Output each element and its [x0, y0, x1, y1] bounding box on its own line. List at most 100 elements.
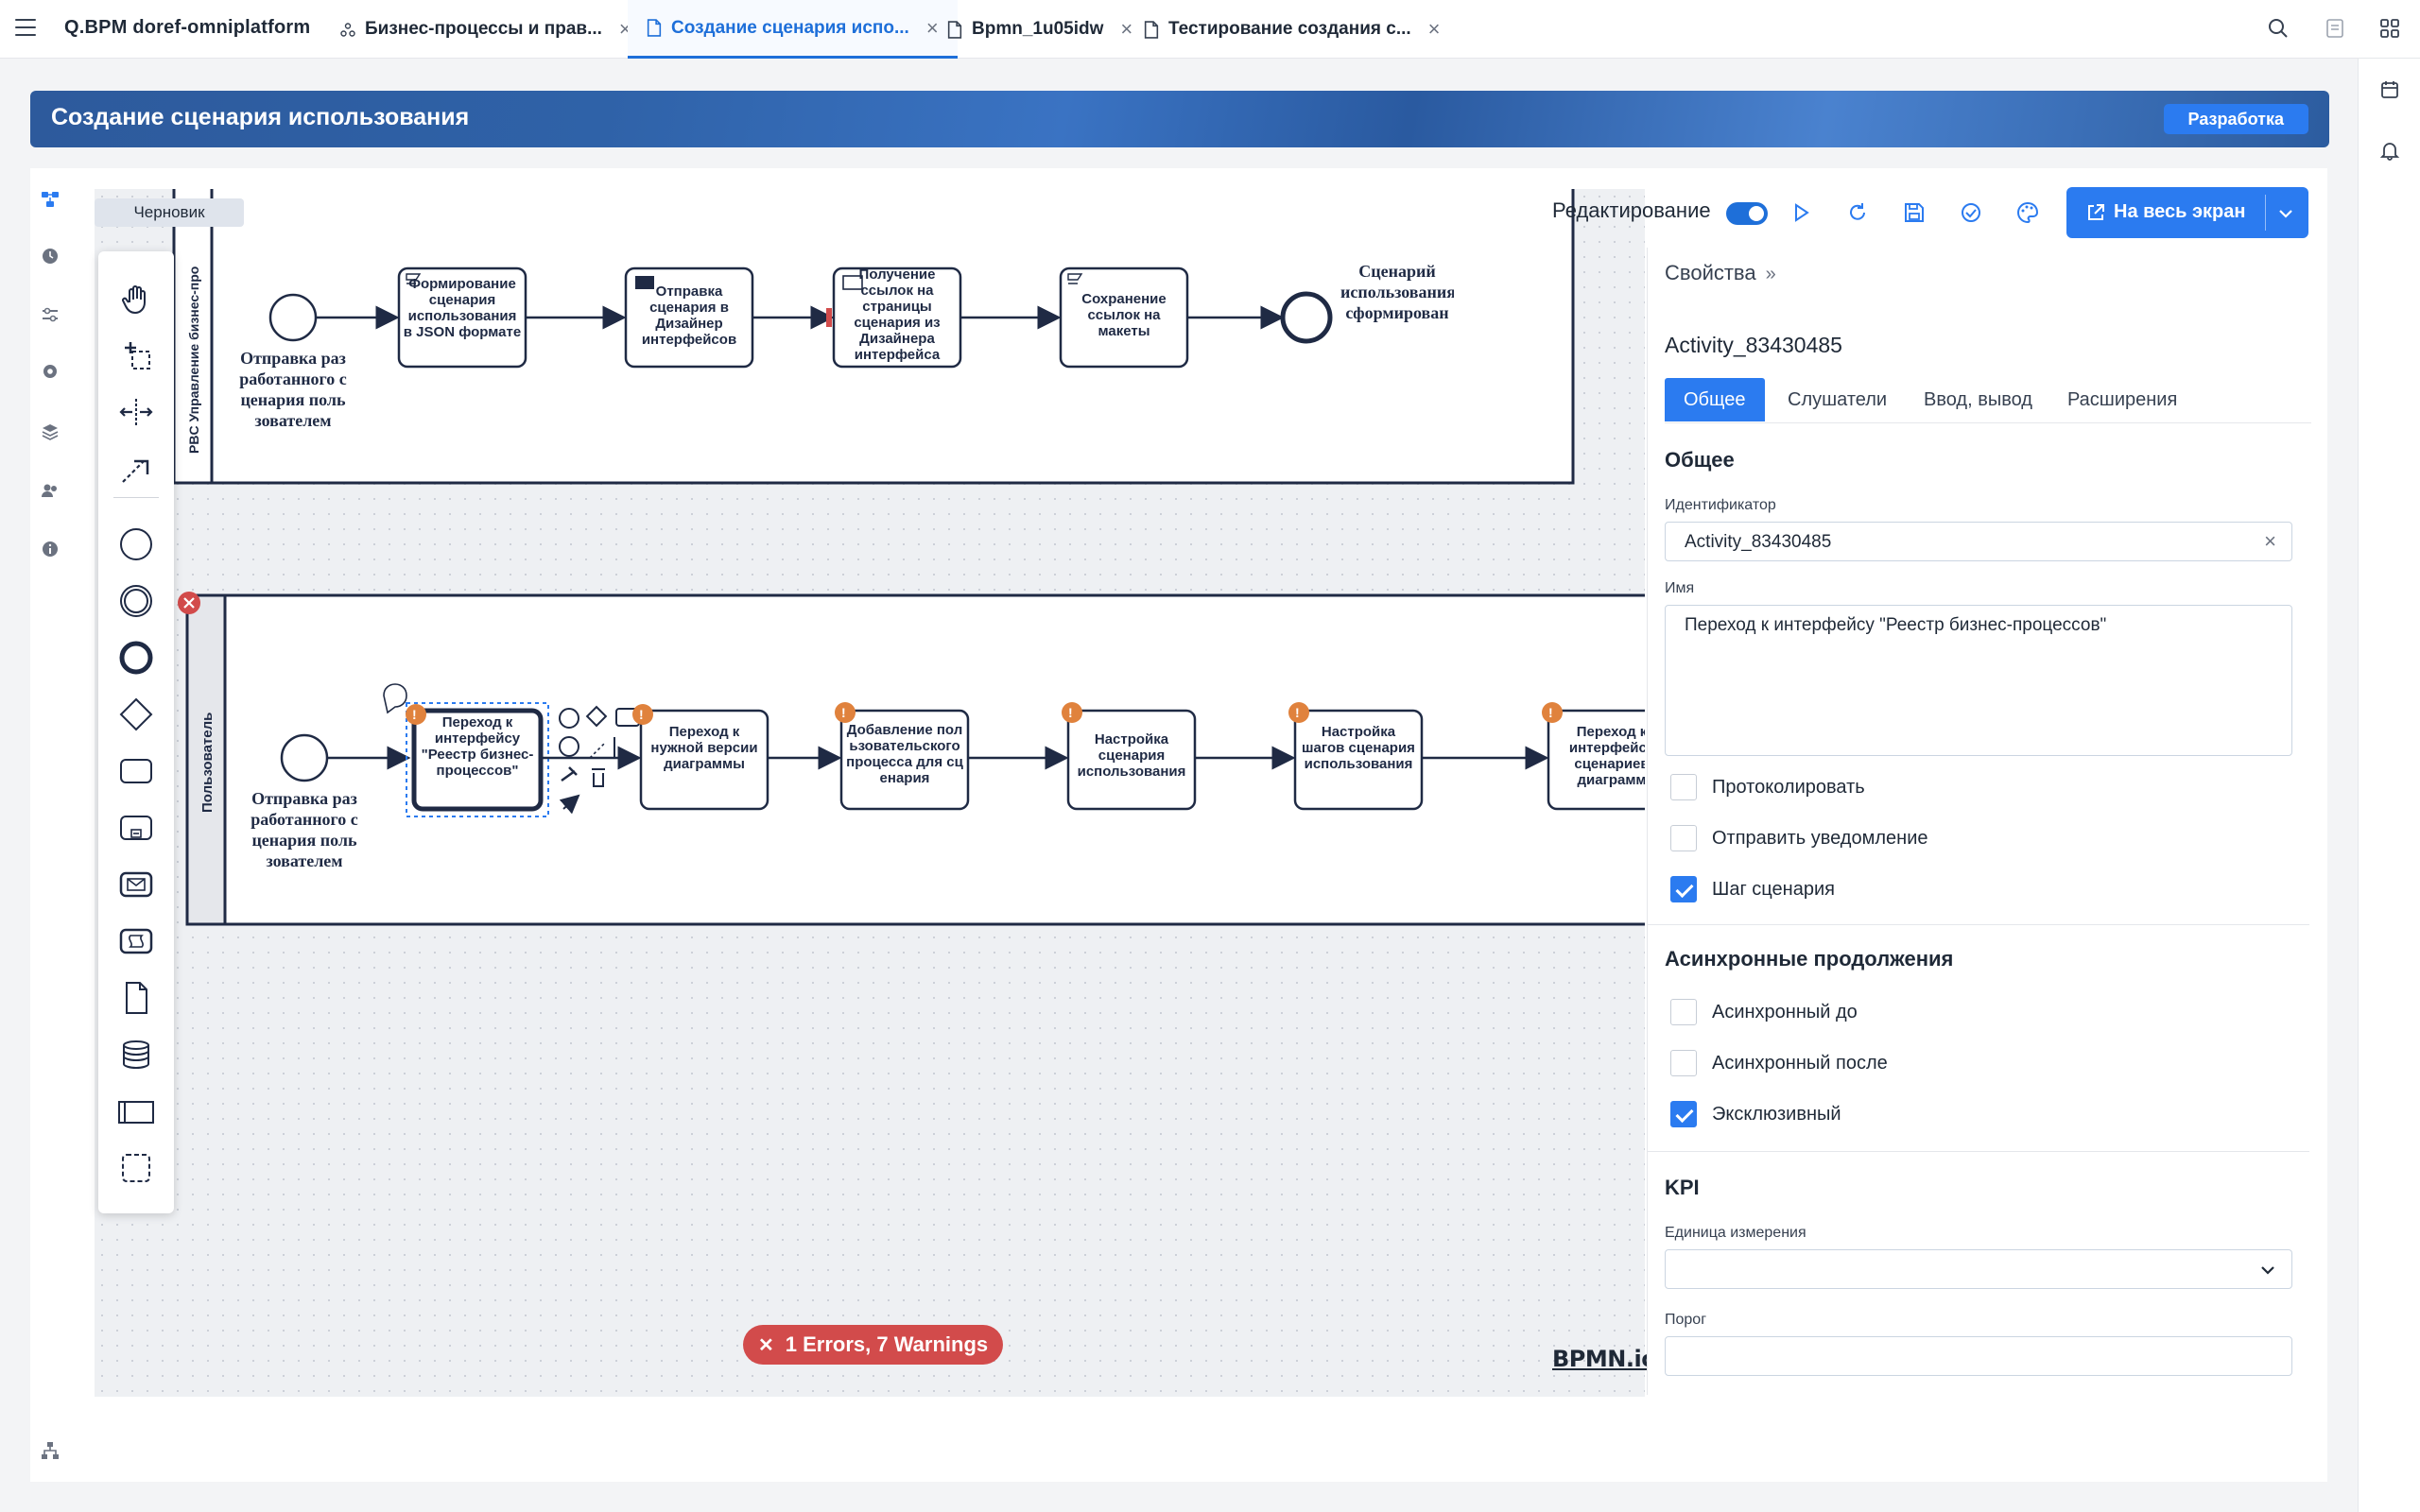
pool1-end-label: Сценарий использования сформирован	[1340, 262, 1454, 322]
apps-grid-icon[interactable]	[2378, 17, 2401, 40]
hand-tool-icon[interactable]	[117, 280, 155, 318]
intermediate-event-icon[interactable]	[117, 582, 155, 620]
unit-select[interactable]	[1665, 1249, 2292, 1289]
edit-mode-toggle[interactable]	[1726, 202, 1768, 225]
checkbox[interactable]	[1670, 1050, 1697, 1076]
data-store-icon[interactable]	[117, 1036, 155, 1074]
save-icon[interactable]	[1902, 200, 1927, 225]
environment-badge[interactable]: Разработка	[2163, 104, 2308, 134]
checkbox-checked[interactable]	[1670, 876, 1697, 902]
identifier-input[interactable]: Activity_83430485 ×	[1665, 522, 2292, 561]
bpmn-canvas[interactable]: PBC Управление бизнес-про Отправка разра…	[95, 189, 1645, 1397]
tab-bpmn[interactable]: Bpmn_1u05idw ×	[947, 0, 1132, 59]
hierarchy-icon[interactable]	[40, 1440, 60, 1461]
pool2-task-6[interactable]: Переход к интерфейсу сценариев диаграмм …	[1542, 702, 1645, 811]
checkbox[interactable]	[1670, 825, 1697, 851]
tab-label: Тестирование создания с...	[1168, 19, 1411, 39]
pool2-task-5[interactable]: Настройка шагов сценария использования !	[1288, 702, 1424, 811]
info-icon[interactable]	[40, 539, 60, 559]
start-event-icon[interactable]	[117, 525, 155, 563]
threshold-input[interactable]	[1665, 1336, 2292, 1376]
name-textarea[interactable]: Переход к интерфейсу "Реестр бизнес-проц…	[1665, 605, 2292, 756]
context-pad[interactable]	[559, 705, 640, 815]
tab-input-output[interactable]: Ввод, вывод	[1924, 389, 2032, 410]
bpmn-diagram: PBC Управление бизнес-про Отправка разра…	[172, 189, 1645, 926]
close-icon[interactable]: ×	[925, 15, 939, 40]
tab-label: Bpmn_1u05idw	[972, 19, 1104, 39]
layers-icon[interactable]	[40, 421, 60, 442]
pool-icon[interactable]	[117, 1092, 155, 1130]
checkbox-notify[interactable]: Отправить уведомление	[1670, 824, 1928, 852]
users-icon[interactable]	[40, 480, 60, 501]
tab-testing[interactable]: Тестирование создания с... ×	[1144, 0, 1441, 59]
clear-icon[interactable]: ×	[2264, 529, 2276, 553]
refresh-icon[interactable]	[1845, 200, 1870, 225]
properties-title[interactable]: Свойства»	[1665, 261, 1776, 284]
end-event-icon[interactable]	[117, 639, 155, 677]
identifier-label: Идентификатор	[1665, 497, 1776, 513]
checkbox-async-before[interactable]: Асинхронный до	[1670, 998, 1858, 1026]
checkbox-log[interactable]: Протоколировать	[1670, 773, 1865, 801]
document-icon	[647, 19, 662, 37]
menu-icon[interactable]	[15, 19, 36, 38]
checkbox[interactable]	[1670, 774, 1697, 800]
pool1-end-event[interactable]	[1280, 291, 1333, 344]
tab-general[interactable]: Общее	[1665, 378, 1765, 421]
history-icon[interactable]	[40, 246, 60, 266]
subprocess-icon[interactable]	[117, 809, 155, 847]
pool1-task-1[interactable]: Формирование сценария использования в JS…	[397, 266, 527, 369]
pool1-task-2[interactable]: Отправка сценария в Дизайнер интерфейсов	[624, 266, 754, 369]
close-icon[interactable]: ×	[1427, 17, 1441, 41]
checkbox[interactable]	[1670, 999, 1697, 1025]
app-title[interactable]: Q.BPM doref-omniplatform	[64, 17, 311, 38]
task-icon[interactable]	[117, 752, 155, 790]
script-task-palette-icon[interactable]	[117, 922, 155, 960]
checkbox-async-after[interactable]: Асинхронный после	[1670, 1049, 1888, 1077]
data-object-icon[interactable]	[117, 979, 155, 1017]
pool2-start-event[interactable]	[280, 733, 329, 782]
tool-palette	[98, 251, 174, 1213]
lasso-tool-icon[interactable]	[117, 336, 155, 374]
pool2-error-marker[interactable]	[178, 592, 200, 614]
pool2-task-1-selected[interactable]: Переход к интерфейсу "Реестр бизнес-проц…	[383, 683, 549, 817]
group-icon[interactable]	[117, 1149, 155, 1187]
tab-extensions[interactable]: Расширения	[2067, 389, 2178, 410]
pool1-task-4[interactable]: Сохранение ссылок на макеты	[1059, 266, 1189, 369]
validate-icon[interactable]	[1959, 200, 1983, 225]
gateway-icon[interactable]	[117, 696, 155, 733]
calendar-icon[interactable]	[2379, 79, 2400, 100]
bpmn-io-logo[interactable]: BPMN.io	[1552, 1346, 1657, 1372]
validation-summary[interactable]: ✕1 Errors, 7 Warnings	[743, 1325, 1004, 1365]
pool1-task-3[interactable]: Получение ссылок на страницы сценария из…	[832, 266, 962, 369]
play-icon[interactable]	[1789, 200, 1813, 225]
message-task-icon[interactable]	[117, 866, 155, 903]
collapse-chevron-icon[interactable]: »	[1765, 264, 1776, 284]
notes-icon[interactable]	[2324, 17, 2346, 40]
tab-label: Бизнес-процессы и прав...	[365, 19, 602, 39]
fullscreen-button[interactable]: На весь экран	[2066, 187, 2308, 238]
bell-icon[interactable]	[2379, 140, 2400, 161]
space-tool-icon[interactable]	[117, 393, 155, 431]
settings-sliders-icon[interactable]	[40, 304, 60, 325]
pool2-task-2[interactable]: Переход к нужной версии диаграммы !	[632, 704, 769, 811]
checkbox-scenario-step[interactable]: Шаг сценария	[1670, 875, 1835, 903]
tab-business-processes[interactable]: Бизнес-процессы и прав... ×	[340, 0, 631, 59]
process-map-icon[interactable]	[40, 189, 60, 210]
palette-color-icon[interactable]	[2015, 200, 2040, 225]
pool-1-label: PBC Управление бизнес-про	[186, 266, 201, 454]
tab-listeners[interactable]: Слушатели	[1788, 389, 1888, 410]
external-open-icon	[2088, 204, 2104, 220]
kpi-heading: KPI	[1665, 1176, 1700, 1199]
chevron-down-icon[interactable]	[2276, 204, 2295, 223]
connect-tool-icon[interactable]	[117, 450, 155, 488]
pool2-task-3[interactable]: Добавление пользовательского процесса дл…	[835, 702, 970, 811]
gear-icon[interactable]	[40, 361, 60, 382]
search-icon[interactable]	[2267, 17, 2290, 40]
pool1-start-event[interactable]	[268, 293, 318, 342]
section-divider	[1648, 924, 2309, 925]
pool2-task-4[interactable]: Настройка сценария использования !	[1062, 702, 1197, 811]
close-icon[interactable]: ×	[1120, 17, 1133, 41]
checkbox-checked[interactable]	[1670, 1101, 1697, 1127]
tab-create-scenario[interactable]: Создание сценария испо... ×	[628, 0, 958, 59]
checkbox-exclusive[interactable]: Эксклюзивный	[1670, 1100, 1841, 1128]
